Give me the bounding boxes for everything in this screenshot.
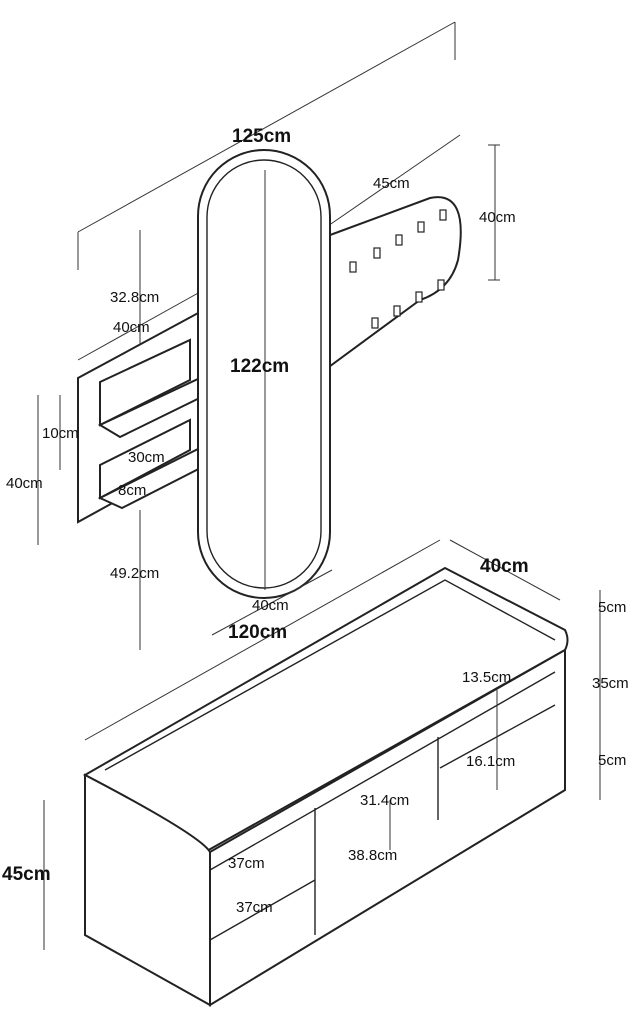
- shelf-floor-offset-label: 49.2cm: [110, 565, 159, 582]
- bench-width-label: 120cm: [228, 622, 287, 643]
- upper-compartment-label: 13.5cm: [462, 669, 511, 686]
- left-upper-label: 37cm: [228, 855, 265, 872]
- panel-height-label: 40cm: [479, 209, 516, 226]
- left-lower-label: 37cm: [236, 899, 273, 916]
- shelf-unit-width-label: 40cm: [113, 319, 150, 336]
- oval-mirror: [197, 149, 333, 636]
- wall-shelf-unit: [37, 230, 223, 650]
- shelf-gap-label: 10cm: [42, 425, 79, 442]
- base-height-label: 5cm: [598, 752, 626, 769]
- lower-compartment-label: 16.1cm: [466, 753, 515, 770]
- bench-height-label: 45cm: [2, 864, 51, 885]
- shelf-unit-height-label: 40cm: [6, 475, 43, 492]
- shelf-length-label: 30cm: [128, 449, 165, 466]
- shelf-offset-label: 32.8cm: [110, 289, 159, 306]
- middle-width-label: 38.8cm: [348, 847, 397, 864]
- bench-depth-label: 40cm: [480, 556, 529, 577]
- shoe-bench: [43, 539, 601, 1007]
- overall-width-label: 125cm: [232, 126, 291, 147]
- panel-width-label: 45cm: [373, 175, 410, 192]
- middle-height-label: 31.4cm: [360, 792, 409, 809]
- top-thickness-label: 5cm: [598, 599, 626, 616]
- overall-width-dimension: [77, 21, 456, 270]
- mirror-height-label: 122cm: [230, 356, 289, 377]
- inner-height-label: 35cm: [592, 675, 629, 692]
- coat-hooks: [349, 209, 447, 329]
- shelf-depth-label: 8cm: [118, 482, 146, 499]
- mirror-width-label: 40cm: [252, 597, 289, 614]
- coat-hook-panel: [321, 134, 500, 374]
